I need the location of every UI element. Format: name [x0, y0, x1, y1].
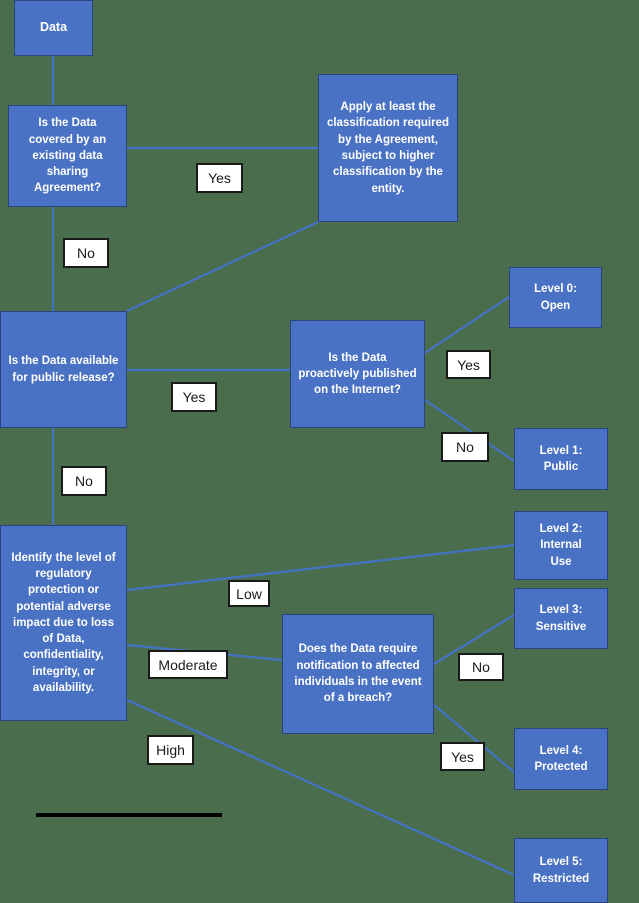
- edge-breach-no-to-level3: [433, 614, 515, 665]
- node-question-public-release-label: Is the Data available for public release…: [8, 355, 119, 384]
- edge-label-internet-no-text: No: [456, 439, 474, 455]
- node-question-breach-notification-label: Does the Data require notification to af…: [294, 643, 422, 705]
- node-start[interactable]: Data: [14, 0, 93, 56]
- node-level-3-sensitive[interactable]: Level 3: Sensitive: [514, 588, 608, 649]
- node-level-3-line2: Sensitive: [535, 620, 587, 633]
- node-level-0-line1: Level 0:: [534, 283, 577, 296]
- node-question-identify-level[interactable]: Identify the level of regulatory protect…: [0, 525, 127, 721]
- node-level-4-protected[interactable]: Level 4: Protected: [514, 728, 608, 790]
- edge-label-public-release-yes[interactable]: Yes: [171, 382, 217, 412]
- edge-label-agreement-no-text: No: [77, 245, 95, 261]
- edge-label-internet-yes[interactable]: Yes: [446, 350, 491, 379]
- node-level-2-line3: Use: [550, 555, 572, 568]
- edge-internet-yes-to-level0: [424, 296, 510, 354]
- node-level-1-line2: Public: [543, 461, 579, 473]
- edge-label-impact-moderate-text: Moderate: [158, 656, 218, 673]
- node-question-public-release[interactable]: Is the Data available for public release…: [0, 311, 127, 428]
- node-level-5-line1: Level 5:: [539, 856, 583, 869]
- node-question-published-internet[interactable]: Is the Data proactively published on the…: [290, 320, 425, 428]
- edge-label-impact-low[interactable]: Low: [228, 580, 270, 607]
- node-level-4-line2: Protected: [534, 761, 588, 773]
- node-start-label: Data: [39, 20, 68, 35]
- node-apply-agreement-classification[interactable]: Apply at least the classification requir…: [318, 74, 458, 222]
- edge-identify-high-to-level5: [126, 698, 515, 877]
- edge-breach-yes-to-level4: [433, 704, 515, 773]
- edge-label-public-release-no-text: No: [75, 473, 93, 489]
- edge-label-agreement-yes-text: Yes: [208, 170, 231, 186]
- edge-label-breach-yes-text: Yes: [451, 748, 474, 765]
- node-question-agreement[interactable]: Is the Data covered by an existing data …: [8, 105, 127, 207]
- edge-internet-no-to-level1: [424, 399, 515, 462]
- node-question-agreement-label: Is the Data covered by an existing data …: [28, 117, 107, 195]
- node-level-5-restricted[interactable]: Level 5: Restricted: [514, 838, 608, 903]
- node-question-identify-level-label: Identify the level of regulatory protect…: [11, 551, 116, 695]
- node-apply-agreement-classification-label: Apply at least the classification requir…: [326, 101, 450, 195]
- node-level-0-line2: Open: [540, 299, 571, 312]
- node-level-3-line1: Level 3:: [539, 604, 583, 617]
- edge-label-breach-yes[interactable]: Yes: [440, 742, 485, 771]
- node-level-1-public[interactable]: Level 1: Public: [514, 428, 608, 490]
- edge-label-agreement-yes[interactable]: Yes: [196, 163, 243, 193]
- edge-label-internet-yes-text: Yes: [457, 356, 480, 373]
- edge-label-public-release-yes-text: Yes: [182, 389, 206, 405]
- edge-label-agreement-no[interactable]: No: [63, 238, 109, 268]
- node-level-5-line2: Restricted: [532, 872, 590, 885]
- node-question-breach-notification[interactable]: Does the Data require notification to af…: [282, 614, 434, 734]
- edge-label-impact-high[interactable]: High: [147, 735, 194, 765]
- horizontal-rule: [36, 813, 222, 817]
- node-level-0-open[interactable]: Level 0: Open: [509, 267, 602, 328]
- edge-label-impact-high-text: High: [156, 742, 185, 758]
- node-level-1-line1: Level 1:: [539, 444, 583, 457]
- node-question-published-internet-label: Is the Data proactively published on the…: [298, 351, 417, 397]
- node-level-2-internal-use[interactable]: Level 2: Internal Use: [514, 511, 608, 580]
- edge-label-breach-no-text: No: [472, 659, 490, 675]
- edge-label-impact-low-text: Low: [236, 585, 262, 602]
- edge-label-impact-moderate[interactable]: Moderate: [148, 650, 228, 679]
- edge-apply-to-public: [126, 221, 319, 312]
- edge-identify-low-to-level2: [126, 543, 515, 592]
- edge-label-breach-no[interactable]: No: [458, 653, 504, 681]
- edge-label-public-release-no[interactable]: No: [61, 466, 107, 496]
- edge-label-internet-no[interactable]: No: [441, 432, 489, 462]
- node-level-2-line1: Level 2:: [539, 523, 583, 535]
- node-level-2-line2: Internal: [540, 539, 582, 552]
- node-level-4-line1: Level 4:: [539, 744, 583, 757]
